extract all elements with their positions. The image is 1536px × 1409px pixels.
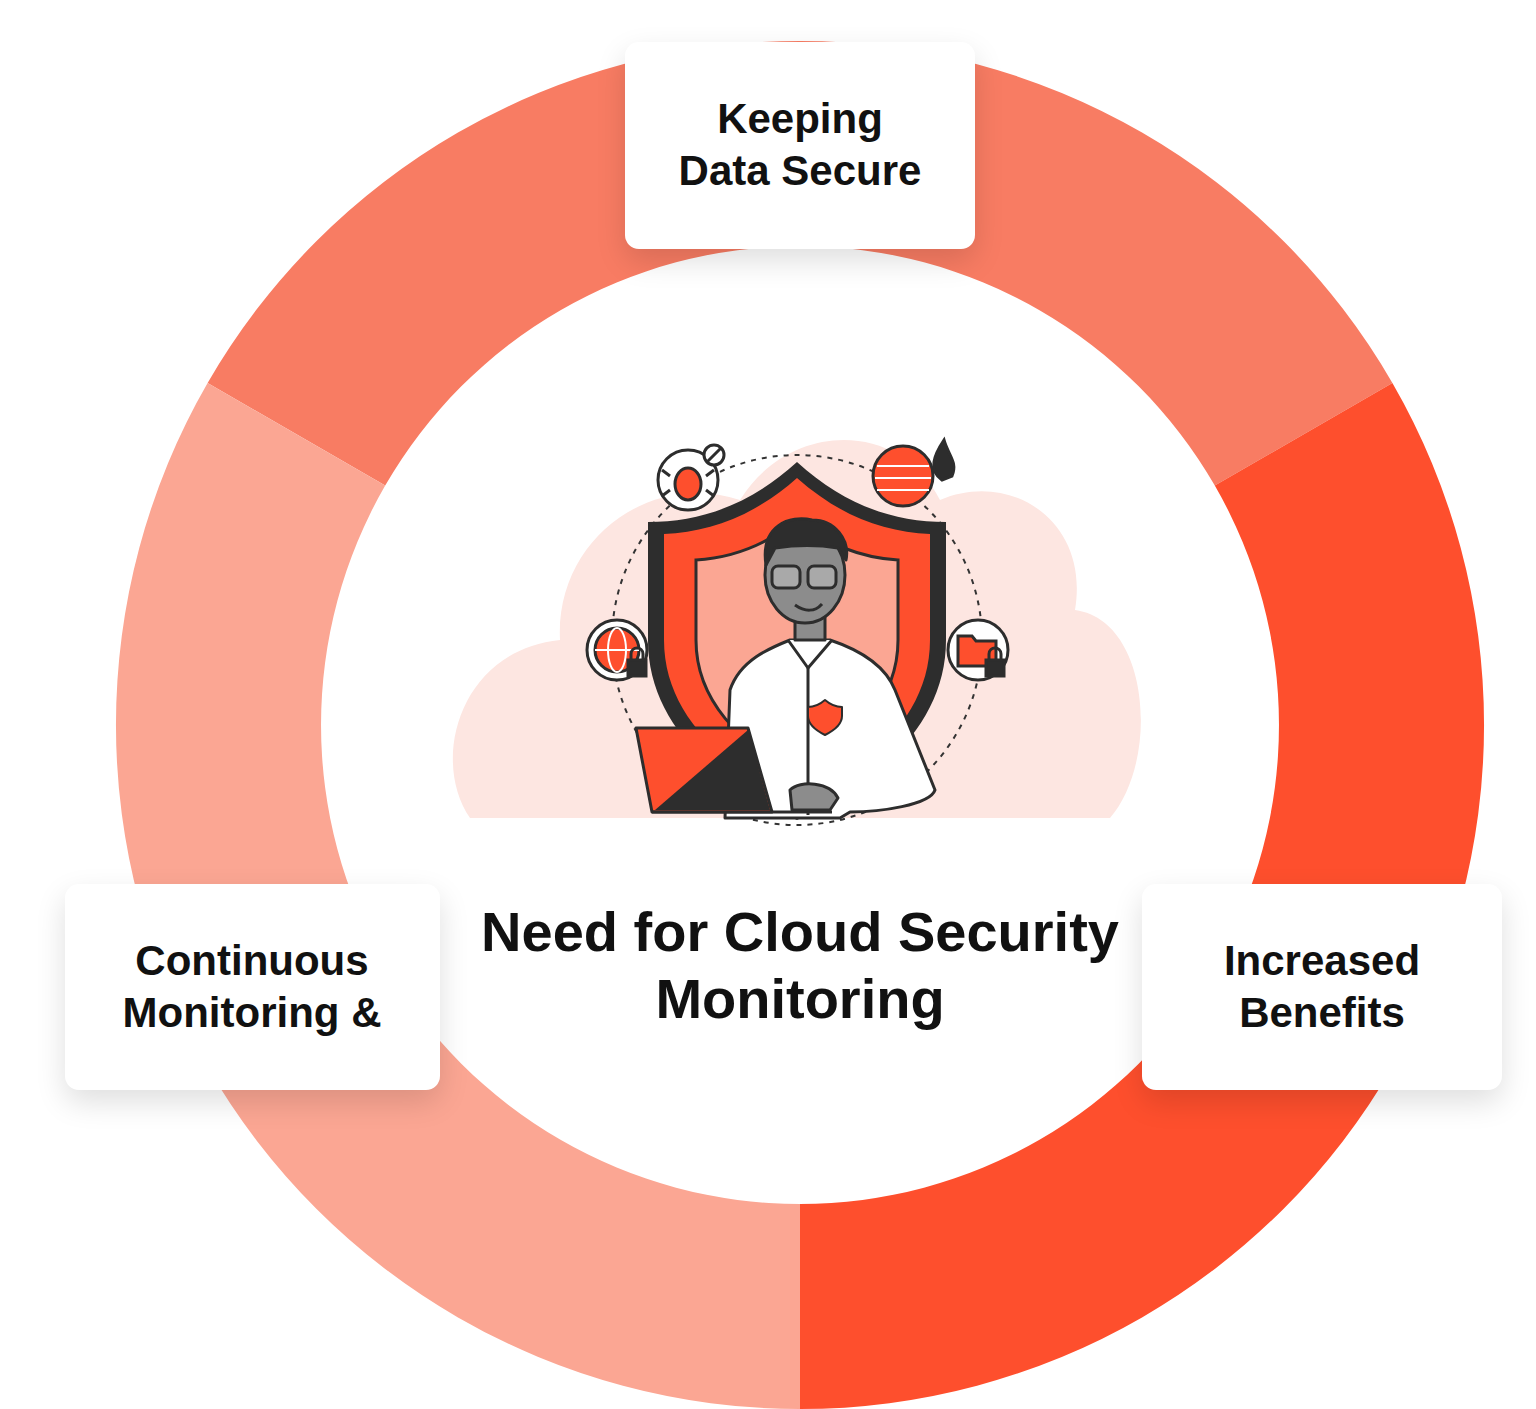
ring-segment (208, 41, 1393, 486)
collar (788, 640, 832, 668)
diagram-title: Need for Cloud Security Monitoring (440, 898, 1160, 1032)
icon-folder-lock (948, 620, 1008, 680)
text-box: Increased Benefits (1142, 884, 1502, 1090)
icon-firewall (873, 440, 954, 506)
glasses (808, 566, 836, 588)
box-label: Keeping Data Secure (669, 93, 931, 198)
text-box: Continuous Monitoring & (65, 884, 440, 1090)
orbit-line (612, 455, 982, 825)
icon-globe-lock (587, 620, 647, 680)
laptop (636, 728, 772, 812)
ring (116, 41, 1484, 1409)
box-label: Continuous Monitoring & (102, 935, 402, 1040)
hand (790, 784, 838, 810)
icon-bug (658, 445, 724, 510)
laptop-shade (655, 730, 770, 810)
box-label: Increased Benefits (1172, 935, 1472, 1040)
cloud (453, 440, 1141, 818)
glasses (772, 566, 800, 588)
person (636, 519, 935, 818)
cloud-shape (453, 440, 1141, 818)
text-box: Keeping Data Secure (625, 42, 975, 249)
shirt-badge (808, 700, 842, 735)
smile (795, 604, 822, 610)
hair (765, 519, 846, 565)
